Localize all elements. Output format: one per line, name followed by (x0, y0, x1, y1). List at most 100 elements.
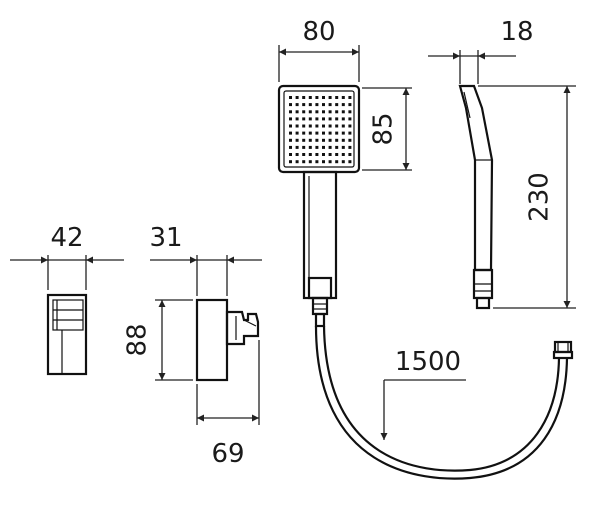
nozzle (348, 124, 352, 128)
hose-length-label: 1500 (395, 347, 461, 377)
nozzle (302, 138, 306, 142)
nozzle (335, 110, 339, 114)
dimension-handshower-length: 230 (478, 85, 576, 309)
nozzle (302, 131, 306, 135)
nozzle (322, 117, 325, 121)
nozzle (348, 153, 352, 156)
nozzle (341, 153, 345, 156)
nozzle (328, 131, 332, 135)
nozzle (335, 160, 339, 164)
nozzle (302, 145, 306, 149)
nozzle (302, 110, 306, 114)
nozzle (302, 153, 306, 156)
nozzle (341, 160, 345, 164)
nozzle (322, 145, 325, 149)
nozzle (302, 96, 306, 99)
nozzle (289, 138, 292, 142)
nozzle (322, 110, 325, 114)
nozzle (315, 103, 319, 107)
handle-thickness-label: 18 (500, 17, 533, 47)
shower-hose (314, 325, 574, 480)
nozzle (322, 160, 325, 164)
nozzle (322, 138, 325, 142)
nozzle (322, 131, 325, 135)
nozzle-grid (289, 96, 352, 164)
nozzle (348, 138, 352, 142)
nozzle (322, 103, 325, 107)
dimension-holder-width: 42 (10, 223, 124, 290)
shower-head-side (458, 84, 494, 310)
nozzle (295, 117, 299, 121)
nozzle (348, 96, 352, 99)
nozzle (322, 96, 325, 99)
nozzle (341, 96, 345, 99)
nozzle (302, 117, 306, 121)
nozzle (328, 124, 332, 128)
nozzle (335, 96, 339, 99)
nozzle (289, 96, 292, 99)
wall-bracket (195, 298, 260, 382)
nozzle (348, 117, 352, 121)
nozzle (315, 153, 319, 156)
dimension-head-height: 85 (362, 87, 412, 171)
nozzle (295, 138, 299, 142)
dimension-handle-thickness: 18 (428, 17, 534, 84)
nozzle (289, 131, 292, 135)
nozzle (335, 138, 339, 142)
nozzle (328, 110, 332, 114)
nozzle (308, 145, 312, 149)
nozzle (295, 124, 299, 128)
nozzle (308, 96, 312, 99)
nozzle (322, 153, 325, 156)
nozzle (289, 110, 292, 114)
nozzle (328, 96, 332, 99)
nozzle (348, 103, 352, 107)
nozzle (328, 117, 332, 121)
nozzle (341, 145, 345, 149)
nozzle (302, 160, 306, 164)
nozzle (328, 153, 332, 156)
dimension-bracket-depth: 69 (196, 340, 260, 469)
nozzle (335, 117, 339, 121)
bracket-width-label: 31 (149, 223, 182, 253)
nozzle (295, 96, 299, 99)
nozzle (289, 153, 292, 156)
nozzle (315, 110, 319, 114)
handshower-length-label: 230 (525, 172, 555, 222)
nozzle (308, 138, 312, 142)
nozzle (315, 124, 319, 128)
nozzle (341, 110, 345, 114)
nozzle (295, 160, 299, 164)
nozzle (341, 138, 345, 142)
nozzle (308, 124, 312, 128)
wall-holder (46, 293, 88, 376)
nozzle (315, 96, 319, 99)
nozzle (308, 153, 312, 156)
nozzle (328, 145, 332, 149)
nozzle (289, 117, 292, 121)
nozzle (335, 153, 339, 156)
nozzle (335, 145, 339, 149)
nozzle (341, 124, 345, 128)
nozzle (348, 110, 352, 114)
dimension-bracket-width: 31 (149, 223, 262, 296)
nozzle (341, 103, 345, 107)
dimension-hose-length: 1500 (380, 347, 466, 440)
dimension-bracket-height: 88 (123, 299, 193, 381)
dimension-head-width: 80 (278, 17, 360, 82)
nozzle (315, 145, 319, 149)
bracket-depth-label: 69 (211, 439, 244, 469)
head-width-label: 80 (302, 17, 335, 47)
nozzle (308, 117, 312, 121)
nozzle (308, 110, 312, 114)
nozzle (295, 145, 299, 149)
nozzle (328, 138, 332, 142)
nozzle (295, 110, 299, 114)
holder-width-label: 42 (50, 223, 83, 253)
nozzle (341, 131, 345, 135)
nozzle (302, 103, 306, 107)
nozzle (315, 160, 319, 164)
nozzle (308, 160, 312, 164)
nozzle (348, 145, 352, 149)
